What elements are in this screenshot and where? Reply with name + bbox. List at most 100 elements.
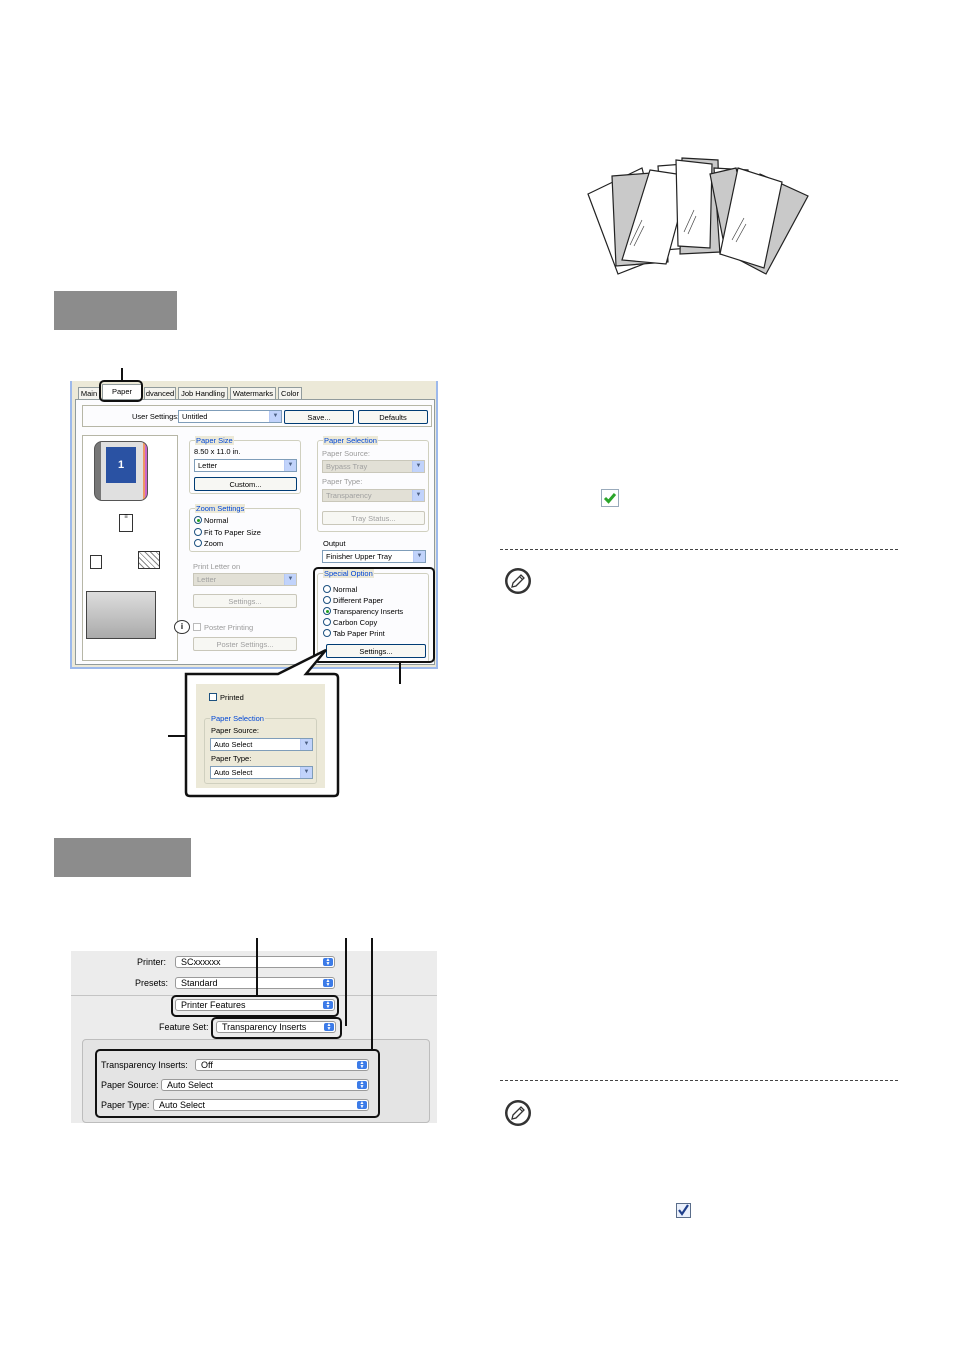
special-tab-paper-radio[interactable]	[323, 629, 331, 637]
output-value: Finisher Upper Tray	[326, 552, 392, 561]
printer-machine-image	[86, 591, 156, 639]
transparency-inserts-label: Transparency Inserts:	[101, 1060, 188, 1070]
special-carbon-copy-radio[interactable]	[323, 618, 331, 626]
poster-printing-label: Poster Printing	[204, 623, 254, 632]
zoom-paper-type-value: Auto Select	[214, 768, 253, 777]
info-icon[interactable]: i	[174, 620, 190, 634]
zoom-fit-label: Fit To Paper Size	[204, 528, 261, 537]
zoom-paper-selection-group: Paper Selection	[204, 714, 317, 784]
callout-leader-feature-set	[345, 938, 347, 1026]
print-letter-on-label: Print Letter on	[193, 562, 241, 571]
presets-popup[interactable]: Standard ▲▼	[175, 977, 335, 989]
updown-arrows-icon: ▲▼	[357, 1081, 367, 1090]
special-carbon-copy-label: Carbon Copy	[333, 618, 378, 627]
callout-leader-zoom-panel	[168, 735, 186, 737]
paper-type-label: Paper Type:	[101, 1100, 150, 1110]
paper-source-popup[interactable]: Auto Select▲▼	[161, 1079, 369, 1091]
updown-arrows-icon: ▲▼	[323, 958, 333, 967]
updown-arrows-icon: ▲▼	[324, 1023, 334, 1032]
chevron-down-icon: ▼	[413, 551, 425, 562]
chevron-down-icon: ▼	[269, 411, 281, 422]
paper-selection-legend: Paper Selection	[323, 436, 378, 445]
zoom-zoom-radio[interactable]	[194, 539, 202, 547]
user-settings-value: Untitled	[182, 412, 208, 421]
chevron-down-icon: ▼	[284, 574, 296, 585]
poster-settings-button[interactable]: Poster Settings...	[193, 637, 297, 651]
paper-source-label: Paper Source:	[322, 449, 370, 458]
zoom-paper-type-select[interactable]: Auto Select ▼	[210, 766, 313, 779]
chevron-down-icon: ▼	[300, 767, 312, 778]
printed-checkbox[interactable]	[209, 693, 217, 701]
zoom-paper-type-label: Paper Type:	[211, 754, 252, 763]
defaults-button[interactable]: Defaults	[358, 410, 428, 424]
zoom-fit-radio[interactable]	[194, 528, 202, 536]
paper-size-group: Paper Size	[189, 436, 301, 494]
special-different-paper-label: Different Paper	[333, 596, 384, 605]
green-checkmark-icon	[601, 489, 619, 507]
multi-copies-icon	[138, 551, 160, 569]
output-select[interactable]: Finisher Upper Tray ▼	[322, 550, 426, 563]
chevron-down-icon: ▼	[300, 739, 312, 750]
pencil-note-icon	[505, 568, 531, 594]
single-copy-icon	[90, 555, 102, 569]
user-settings-frame	[82, 405, 432, 427]
paper-source-select[interactable]: Bypass Tray ▼	[322, 460, 425, 473]
zoom-settings-legend: Zoom Settings	[195, 504, 246, 513]
paper-source-value: Bypass Tray	[326, 462, 368, 471]
zoom-normal-radio[interactable]	[194, 516, 202, 524]
page-preview-inner: 1	[106, 447, 136, 483]
zoom-paper-source-select[interactable]: Auto Select▼	[210, 738, 313, 751]
tray-status-button[interactable]: Tray Status...	[322, 511, 425, 525]
feature-set-value: Transparency Inserts	[222, 1022, 307, 1032]
tab-main[interactable]: Main	[78, 387, 100, 399]
pencil-note-icon-2	[505, 1100, 531, 1126]
zoom-settings-group: Zoom Settings	[189, 504, 301, 552]
panel-popup[interactable]: Printer Features▲▼	[175, 999, 335, 1011]
special-different-paper-radio[interactable]	[323, 596, 331, 604]
print-letter-on-select[interactable]: Letter▼	[193, 573, 297, 586]
callout-leader-panel-popup	[256, 938, 258, 996]
paper-type-select[interactable]: Transparency ▼	[322, 489, 425, 502]
callout-leader-paper-tab	[121, 368, 123, 381]
tab-color[interactable]: Color	[278, 387, 302, 399]
output-label: Output	[323, 539, 346, 548]
presets-value: Standard	[181, 978, 218, 988]
tab-job-handling[interactable]: Job Handling	[178, 387, 228, 399]
transparency-inserts-popup[interactable]: Off▲▼	[195, 1059, 369, 1071]
tab-advanced[interactable]: dvanced	[144, 387, 176, 399]
feature-set-popup[interactable]: Transparency Inserts ▲▼	[216, 1021, 336, 1033]
special-transparency-inserts-radio[interactable]	[323, 607, 331, 615]
callout-panel-popup	[171, 995, 339, 1017]
feature-set-label: Feature Set:	[159, 1022, 209, 1032]
paper-source-label: Paper Source:	[101, 1080, 159, 1090]
user-settings-label: User Settings:	[132, 412, 180, 421]
chevron-down-icon: ▼	[412, 490, 424, 501]
paper-size-value: Letter	[198, 461, 218, 470]
special-tab-paper-label: Tab Paper Print	[333, 629, 385, 638]
print-letter-settings-button[interactable]: Settings...	[193, 594, 297, 608]
paper-size-legend: Paper Size	[195, 436, 234, 445]
step-bar-2	[54, 838, 191, 877]
paper-type-popup[interactable]: Auto Select▲▼	[153, 1099, 369, 1111]
paper-type-label: Paper Type:	[322, 477, 363, 486]
printed-label: Printed	[220, 693, 244, 702]
user-settings-select[interactable]: Untitled ▼	[178, 410, 282, 423]
divider-1	[500, 549, 898, 550]
callout-special-option	[313, 567, 435, 663]
callout-feature-set	[211, 1017, 342, 1039]
paper-type-value: Transparency	[326, 491, 372, 500]
custom-paper-button[interactable]: Custom...	[194, 477, 297, 491]
printer-popup[interactable]: SCxxxxxx▲▼	[175, 956, 335, 968]
paper-size-select[interactable]: Letter▼	[194, 459, 297, 472]
step-bar-1	[54, 291, 177, 330]
tab-watermarks[interactable]: Watermarks	[230, 387, 276, 399]
printer-label: Printer:	[137, 957, 167, 967]
poster-printing-checkbox[interactable]	[193, 623, 201, 631]
paper-size-dimensions: 8.50 x 11.0 in.	[194, 447, 241, 456]
document-icon: ≡	[119, 514, 133, 532]
chevron-down-icon: ▼	[412, 461, 424, 472]
special-normal-radio[interactable]	[323, 585, 331, 593]
save-button[interactable]: Save...	[284, 410, 354, 424]
updown-arrows-icon: ▲▼	[357, 1061, 367, 1070]
updown-arrows-icon: ▲▼	[323, 979, 333, 988]
